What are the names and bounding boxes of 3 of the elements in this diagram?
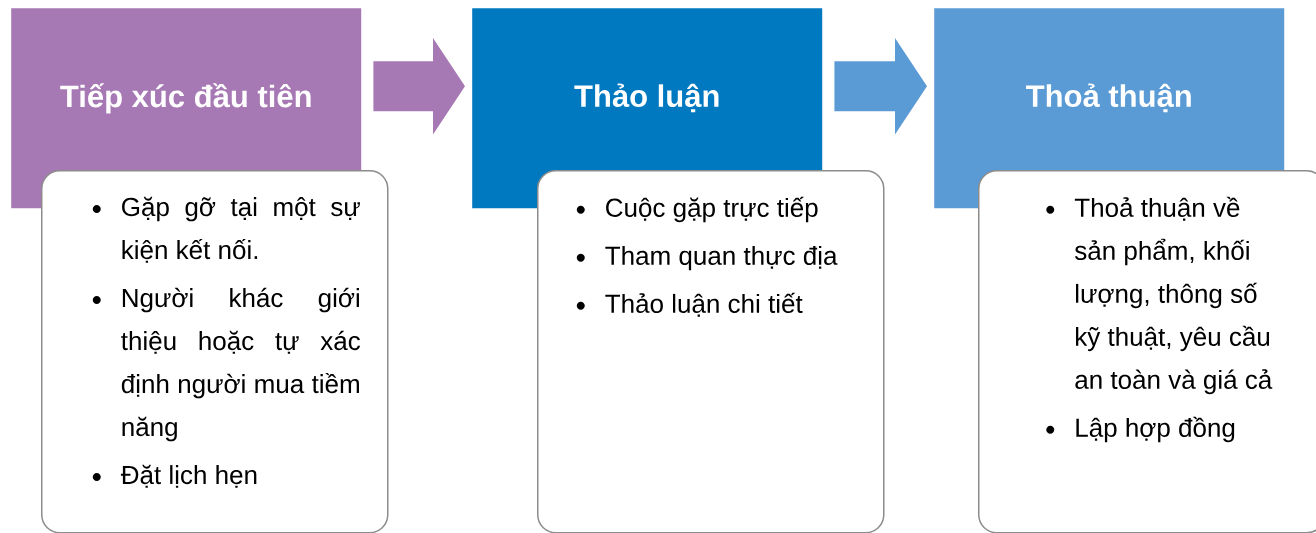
bullet-card: Cuộc gặp trực tiếp Tham quan thực địa Thảo luận chi tiết (537, 170, 885, 533)
bullet-card: Thoả thuận về sản phẩm, khối lượng, thông số kỹ thuật, yêu cầu an toàn và giá cả Lập hợp đồng (978, 170, 1316, 533)
bullet-card: Gặp gỡ tại một sự kiện kết nối. Người khác giới thiệu hoặc tự xác định người mua tiềm năng Đặt lịch hẹn (41, 170, 389, 533)
